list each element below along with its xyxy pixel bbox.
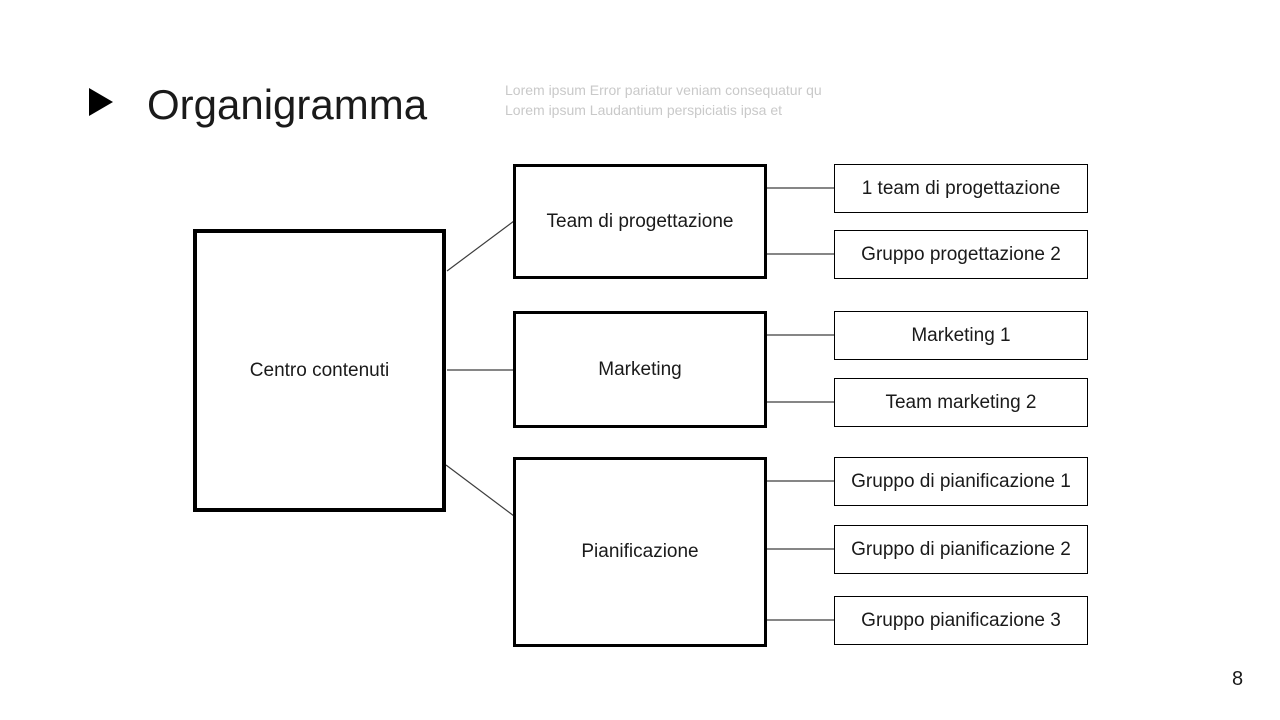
org-node-leaf-label: Marketing 1 [911,324,1011,346]
org-node-leaf-gruppo-pianificazione-3[interactable]: Gruppo pianificazione 3 [834,596,1088,645]
page-number: 8 [1232,668,1244,690]
org-node-leaf-label: 1 team di progettazione [861,177,1061,199]
org-node-leaf-gruppo-di-pianificazione-1[interactable]: Gruppo di pianificazione 1 [834,457,1088,506]
org-node-leaf-gruppo-progettazione-2[interactable]: Gruppo progettazione 2 [834,230,1088,279]
placeholder-line-2: Lorem ipsum Laudantium perspiciatis ipsa… [505,102,783,118]
org-node-leaf-label: Gruppo pianificazione 3 [861,609,1061,631]
org-node-branch-pianificazione[interactable]: Pianificazione [513,457,767,647]
org-node-branch-label: Marketing [598,358,682,380]
org-node-leaf-1-team-di-progettazione[interactable]: 1 team di progettazione [834,164,1088,213]
slide-title: Organigramma [147,81,428,128]
org-node-branch-team-di-progettazione[interactable]: Team di progettazione [513,164,767,279]
org-node-branch-marketing[interactable]: Marketing [513,311,767,428]
org-node-leaf-gruppo-di-pianificazione-2[interactable]: Gruppo di pianificazione 2 [834,525,1088,574]
connector-root-branch2 [445,464,515,517]
org-node-root-label: Centro contenuti [249,359,390,381]
org-node-leaf-team-marketing-2[interactable]: Team marketing 2 [834,378,1088,427]
org-node-leaf-label: Gruppo di pianificazione 2 [851,538,1071,560]
placeholder-text-block: Lorem ipsum Error pariatur veniam conseq… [505,80,822,120]
org-node-leaf-label: Gruppo progettazione 2 [861,243,1061,265]
placeholder-line-1: Lorem ipsum Error pariatur veniam conseq… [505,82,822,98]
org-node-root[interactable]: Centro contenuti [193,229,446,512]
org-node-branch-label: Pianificazione [581,541,699,562]
org-node-leaf-label: Gruppo di pianificazione 1 [851,470,1071,492]
org-node-leaf-marketing-1[interactable]: Marketing 1 [834,311,1088,360]
org-node-leaf-label: Team marketing 2 [885,391,1037,413]
title-bullet-triangle-icon [89,88,113,116]
connector-root-branch0 [446,220,515,272]
org-node-branch-label: Team di progettazione [546,210,734,232]
